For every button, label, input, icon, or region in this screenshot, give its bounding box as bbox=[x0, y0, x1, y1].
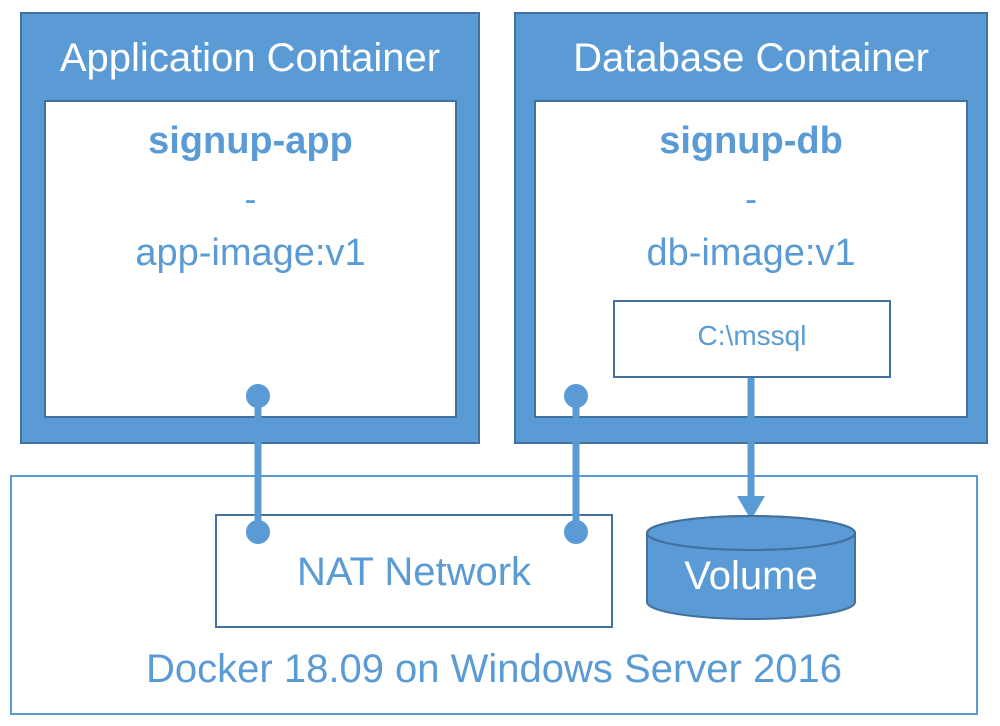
mount-volume-arrowhead bbox=[737, 496, 765, 520]
volume-cylinder bbox=[646, 515, 856, 620]
host-label: Docker 18.09 on Windows Server 2016 bbox=[146, 647, 842, 691]
nat-network-box: NAT Network bbox=[215, 514, 613, 628]
application-container-body: signup-app - app-image:v1 bbox=[44, 100, 457, 418]
nat-network-label: NAT Network bbox=[296, 550, 532, 594]
db-container-image: db-image:v1 bbox=[646, 232, 856, 274]
mount-path-label: C:\mssql bbox=[697, 320, 807, 351]
app-link-top-dot bbox=[246, 384, 270, 408]
app-link-bottom-dot bbox=[246, 520, 270, 544]
volume-label: Volume bbox=[684, 554, 818, 598]
application-container-title: Application Container bbox=[59, 36, 441, 80]
database-container-title: Database Container bbox=[573, 36, 929, 80]
db-link-bottom-dot bbox=[564, 520, 588, 544]
app-container-separator: - bbox=[244, 178, 257, 219]
mount-path-box: C:\mssql bbox=[613, 300, 891, 378]
db-container-separator: - bbox=[745, 178, 757, 219]
application-container: Application Container signup-app - app-i… bbox=[20, 12, 480, 444]
app-container-image: app-image:v1 bbox=[135, 232, 366, 274]
app-container-name: signup-app bbox=[148, 120, 353, 162]
db-container-name: signup-db bbox=[659, 120, 843, 162]
db-link-top-dot bbox=[564, 384, 588, 408]
